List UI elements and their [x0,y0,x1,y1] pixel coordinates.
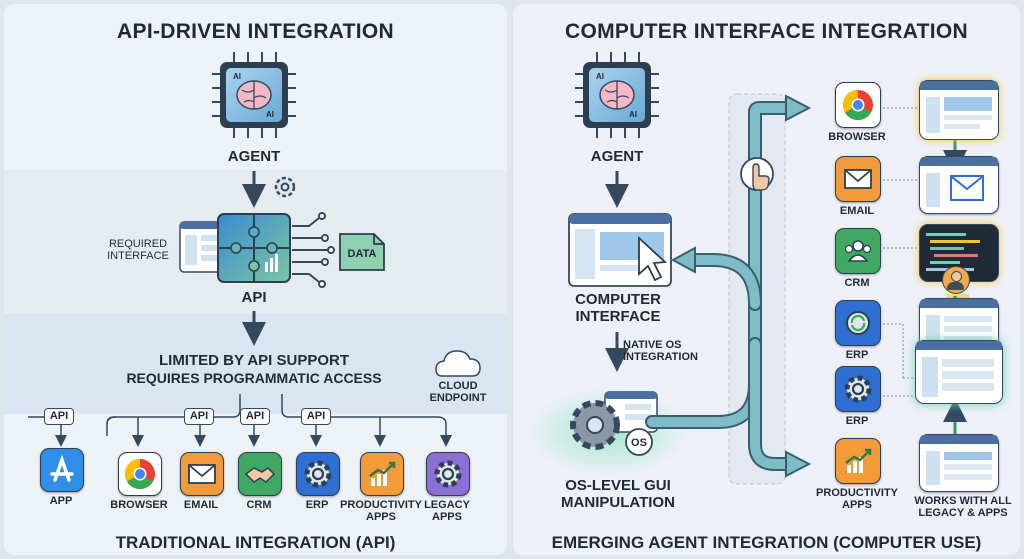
app-tile [118,452,162,496]
chrome-icon [838,85,878,130]
cloud-icon [435,350,481,377]
limited-title: LIMITED BY API SUPPORT [158,352,350,369]
app-label: CRM [844,277,870,289]
os-badge-label: OS [631,437,647,449]
app-tile [835,438,881,484]
agent-label: AGENT [590,148,644,165]
os-gear-icon [570,400,620,450]
gear-icon [274,176,296,198]
gear-icon [838,369,878,414]
circuit-lines [292,212,335,288]
envelope-icon [182,454,222,499]
app-tile [426,452,470,496]
app-label: ERP [845,349,869,361]
email-window-preview [919,156,999,214]
user-avatar-icon [942,266,970,294]
hand-cursor-icon [740,157,774,191]
computer-use-panel: COMPUTER INTERFACE INTEGRATION AI AI [513,4,1020,555]
app-label: ERP [845,415,869,427]
agent-label: AGENT [227,148,281,165]
api-label: API [241,289,267,306]
app-label: CRM [246,499,272,511]
chip-label: AI [596,72,604,81]
app-label: APP [49,495,73,507]
chip-label: AI [266,110,274,119]
limited-subtitle: REQUIRES PROGRAMMATIC ACCESS [126,370,382,386]
panel-title: API-DRIVEN INTEGRATION [117,20,394,43]
api-puzzle-icon [217,213,291,283]
app-tile [835,228,881,274]
chip-label: AI [233,72,241,81]
works-with-label: WORKS WITH ALL LEGACY & APPS [914,495,1012,520]
app-tile [835,156,881,202]
app-tile [835,82,881,128]
envelope-icon [838,159,878,204]
app-tile [238,452,282,496]
api-diagram-graphics: AI AI [28,52,481,447]
app-tile [835,300,881,346]
app-label: BROWSER [828,131,886,143]
connector-lines [883,107,917,397]
gui-flow-arrows [645,101,795,471]
app-label: EMAIL [183,499,219,511]
app-label: EMAIL [839,205,875,217]
refresh-gear-icon [838,303,878,348]
native-os-label: NATIVE OS INTEGRATION [623,339,698,364]
panel-footer: TRADITIONAL INTEGRATION (API) [115,533,396,552]
api-integration-panel: API-DRIVEN INTEGRATION AI AI [4,4,507,555]
agent-chip-icon [575,52,659,138]
gear-icon [428,454,468,499]
app-label: PRODUCTIVITY APPS [340,499,422,524]
app-tile [40,448,84,492]
app-label: BROWSER [110,499,168,511]
api-tag: API [240,408,270,425]
agent-chip-icon [212,52,296,138]
api-tag: API [184,408,214,425]
envelope-icon [951,176,983,191]
os-badge-icon [625,428,653,456]
interface-window-icon [179,221,227,273]
legacy-window-preview [919,434,999,492]
app-tile [180,452,224,496]
computer-interface-label: COMPUTER INTERFACE [575,291,661,325]
arrow-head [785,450,812,478]
required-interface-label: REQUIRED INTERFACE [107,238,169,263]
chip-label: AI [629,110,637,119]
computer-interface-window-icon [568,213,672,287]
arrow-head [670,246,696,274]
app-window-preview [915,340,1003,404]
panel-footer: EMERGING AGENT INTEGRATION (COMPUTER USE… [551,533,982,552]
app-label: PRODUCTIVITY APPS [816,487,898,512]
app-label: LEGACY APPS [424,499,470,524]
panel-title: COMPUTER INTERFACE INTEGRATION [565,20,968,43]
growth-chart-icon [362,454,402,499]
os-level-label: OS-LEVEL GUI MANIPULATION [561,477,675,511]
app-tile [835,366,881,412]
arrow-head [785,94,812,122]
data-label: DATA [348,248,377,260]
cloud-endpoint-label: CLOUD ENDPOINT [429,380,487,405]
handshake-icon [240,454,280,499]
chrome-icon [120,454,160,499]
api-tag: API [301,408,331,425]
api-tag: API [44,408,74,425]
api-distribution-lines [28,394,452,447]
computer-use-diagram-graphics: AI AI OS [528,52,969,485]
app-store-icon [42,450,82,495]
people-icon [838,231,878,276]
growth-chart-icon [838,441,878,486]
app-tile [296,452,340,496]
gear-icon [298,454,338,499]
browser-window-preview [919,80,999,140]
app-tile [360,452,404,496]
app-label: ERP [305,499,329,511]
data-document-icon [339,233,385,271]
